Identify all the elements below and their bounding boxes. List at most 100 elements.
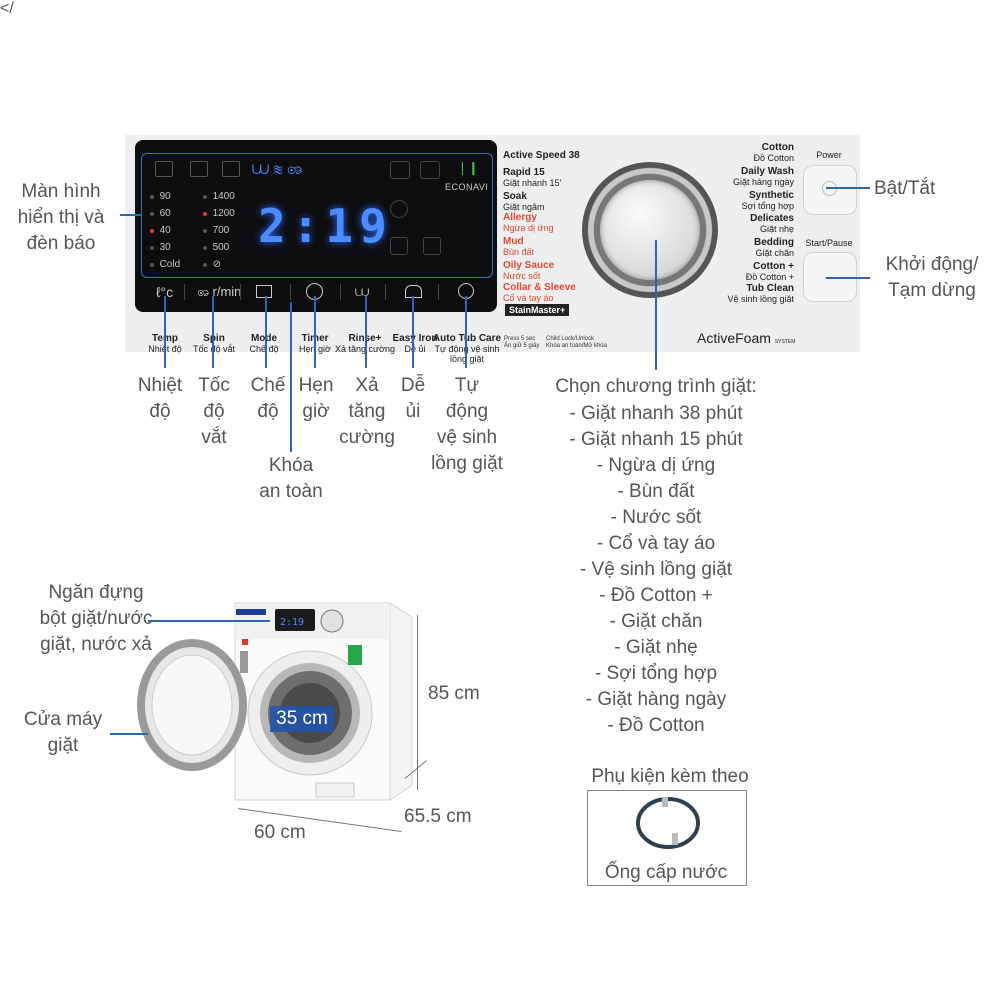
water-hose-icon — [636, 797, 700, 849]
list-item: - Giặt nhanh 15 phút — [569, 429, 743, 450]
height-label: 85 cm — [428, 683, 480, 704]
separator — [340, 284, 341, 300]
temp-90: 90 — [159, 191, 171, 202]
temp-60: 60 — [159, 208, 171, 219]
lock-icon — [155, 161, 173, 177]
width-label: 60 cm — [254, 822, 306, 843]
accessory-title: Phụ kiện kèm theo — [591, 766, 749, 787]
no-spin-icon: ⊘ — [212, 259, 221, 270]
temp-list: 90 60 40 30 Cold — [150, 191, 180, 276]
spin-list: 1400 1200 700 500 ⊘ — [203, 191, 235, 276]
callout-line — [212, 296, 214, 368]
iron-indicator-icon — [423, 237, 441, 255]
display-callout: Màn hình hiển thị và đèn báo — [17, 181, 105, 254]
list-item: - Đồ Cotton — [607, 715, 705, 736]
separator — [385, 284, 386, 300]
height-dimension-line — [417, 615, 418, 790]
drum-size-label: 35 cm — [276, 708, 328, 729]
easy-iron-callout: Dễ ủi — [400, 375, 426, 422]
callout-line — [412, 296, 414, 368]
list-item: - Giặt nhanh 38 phút — [569, 403, 743, 424]
spin-1200: 1200 — [212, 208, 235, 219]
svg-text:2:19: 2:19 — [280, 617, 304, 628]
callout-line — [465, 296, 467, 368]
callout-line — [290, 302, 292, 452]
mode-button-icon[interactable] — [256, 285, 272, 298]
start-pause-label: Start/Pause — [805, 238, 853, 248]
door-indicator-icon — [222, 161, 240, 177]
programs-title: Chọn chương trình giặt: — [555, 376, 757, 397]
list-item: - Ngừa dị ứng — [596, 455, 716, 476]
mode-callout: Chế độ — [250, 375, 286, 422]
drum-label-bg — [270, 706, 334, 732]
accessory-box — [587, 790, 747, 886]
temp-button-icon[interactable]: ℓ°c — [156, 284, 174, 300]
child-lock-callout: Khóa an toàn — [259, 455, 323, 502]
list-item: - Giặt nhẹ — [614, 637, 698, 658]
press-note: Press 5 sec Ấn giữ 5 giây — [504, 336, 540, 349]
rinse-indicator-icon — [390, 237, 408, 255]
callout-line — [110, 733, 148, 735]
list-item: - Bùn đất — [617, 481, 695, 502]
spin-button[interactable]: ꩨ r/min — [197, 284, 242, 299]
callout-line — [314, 296, 316, 368]
temp-cold: Cold — [159, 259, 181, 270]
spin-500: 500 — [212, 242, 230, 253]
tub-care-callout: Tự động vệ sinh lồng giặt — [431, 375, 503, 474]
rinse-button-icon[interactable]: ⩊ — [355, 283, 370, 299]
wash-indicator-icon — [190, 161, 208, 177]
accessory-item-label: Ống cấp nước — [604, 862, 728, 883]
separator — [438, 284, 439, 300]
callout-line — [365, 296, 367, 368]
power-callout: Bật/Tắt — [874, 178, 936, 199]
door-callout: Cửa máy giặt — [23, 709, 103, 756]
list-item: - Giặt hàng ngày — [585, 689, 727, 710]
separator — [184, 284, 185, 300]
program-cotton-plus: Cotton +Đồ Cotton + — [745, 261, 794, 283]
spin-callout: Tốc độ vắt — [198, 375, 230, 448]
stainmaster-badge: StainMaster+ — [505, 304, 570, 316]
separator — [240, 284, 241, 300]
programs-list: - Giặt nhanh 38 phút - Giặt nhanh 15 phú… — [520, 401, 792, 739]
timer-callout: Hẹn giờ — [298, 375, 334, 422]
spin-700: 700 — [212, 225, 230, 236]
spin-unit-label: r/min — [212, 284, 242, 299]
led-time-display: 2:19 — [258, 199, 393, 253]
spin-1400: 1400 — [212, 191, 235, 202]
timer-indicator-icon — [390, 200, 408, 218]
temp-30: 30 — [159, 242, 171, 253]
econavi-leaf-icon: ❘❙ — [457, 160, 479, 175]
separator — [290, 284, 291, 300]
program-active-speed: Active Speed 38 — [503, 150, 580, 161]
list-item: - Vệ sinh lồng giặt — [579, 559, 733, 580]
list-item: - Cổ và tay áo — [596, 533, 716, 554]
activefoam-logo: ActiveFoam SYSTEM — [697, 330, 796, 346]
depth-label: 65.5 cm — [404, 806, 472, 827]
callout-line — [655, 240, 657, 370]
program-dial-knob[interactable] — [600, 180, 700, 280]
list-item: - Giặt chăn — [609, 611, 703, 632]
econavi-sense-icon — [390, 161, 410, 179]
callout-line — [826, 187, 870, 189]
callout-line — [826, 277, 870, 279]
eco-icon — [420, 161, 440, 179]
callout-line — [148, 620, 270, 622]
econavi-label: ECONAVI — [445, 182, 489, 192]
callout-line — [164, 296, 166, 368]
start-pause-callout: Khởi động/ Tạm dừng — [885, 254, 979, 301]
detergent-callout: Ngăn đựng bột giặt/nước giặt, nước xả — [39, 582, 153, 655]
child-lock-note: Child Lock/Unlock Khóa an toàn/Mở khóa — [546, 336, 607, 349]
